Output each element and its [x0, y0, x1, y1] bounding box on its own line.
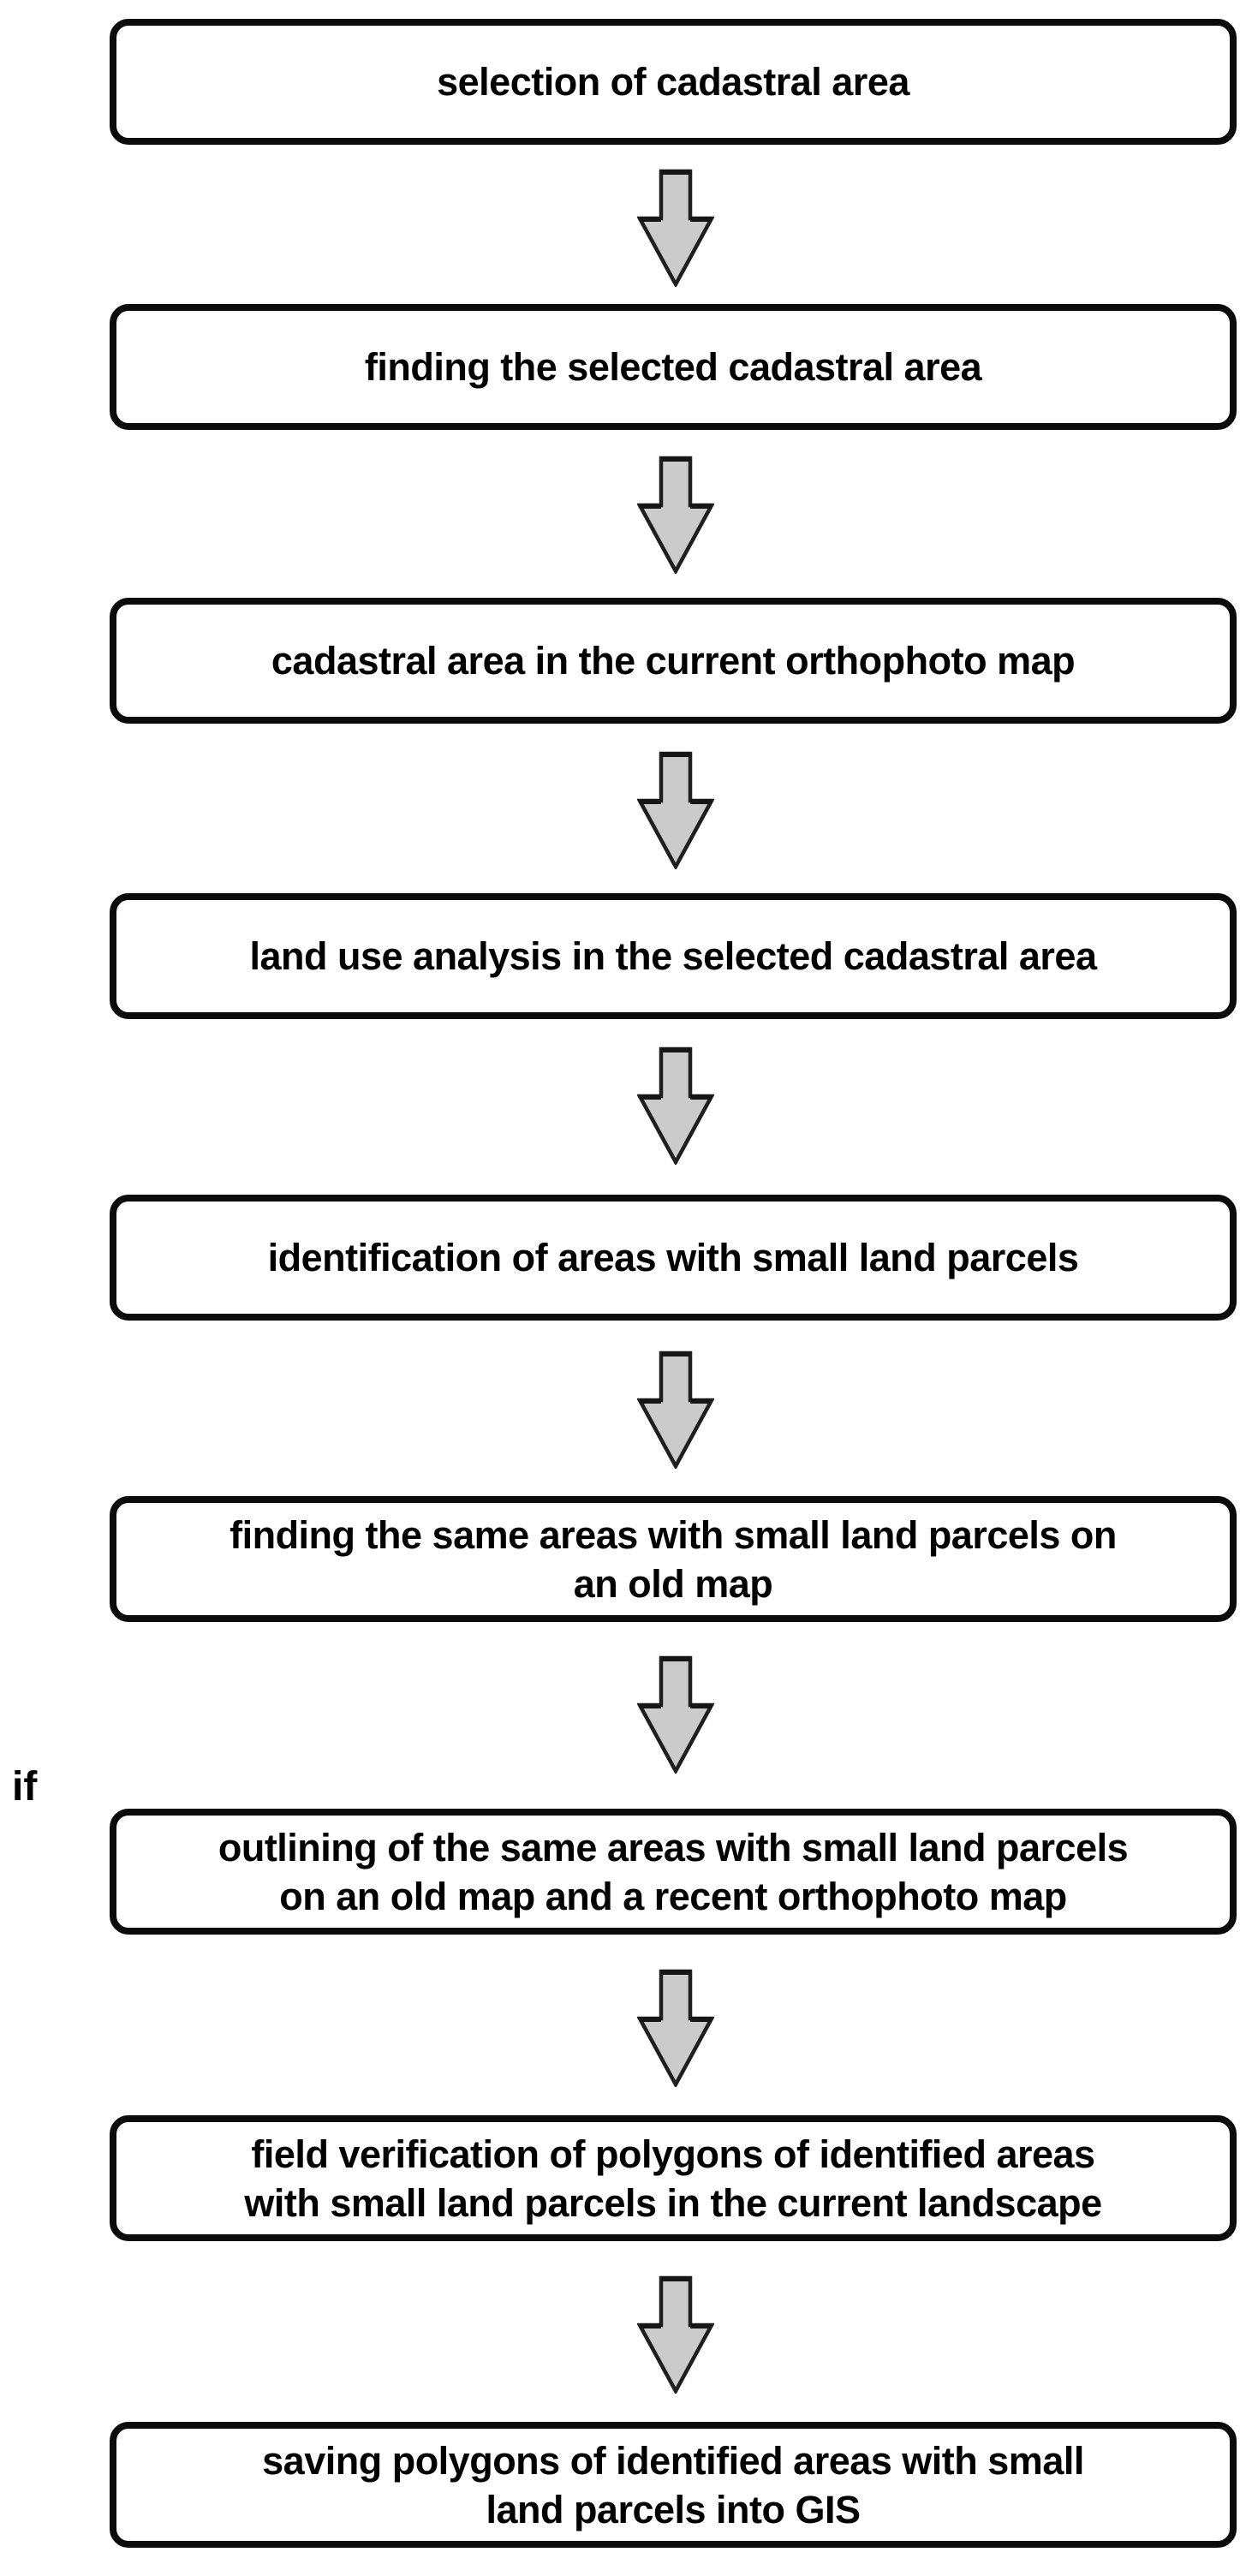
- flow-step-8: field verification of polygons of identi…: [110, 2115, 1237, 2241]
- flow-step-1-label: selection of cadastral area: [437, 60, 909, 104]
- if-label: if: [12, 1764, 38, 1810]
- down-arrow-icon: [637, 169, 714, 287]
- flow-step-6: finding the same areas with small land p…: [110, 1496, 1237, 1622]
- flow-step-7-label: outlining of the same areas with small l…: [218, 1825, 1129, 1918]
- down-arrow-icon: [637, 1655, 714, 1774]
- down-arrow-icon: [637, 2275, 714, 2394]
- flow-step-3-label: cadastral area in the current orthophoto…: [271, 639, 1076, 683]
- down-arrow-icon: [637, 1046, 714, 1165]
- flow-step-9-label: saving polygons of identified areas with…: [262, 2438, 1084, 2531]
- down-arrow-icon: [637, 751, 714, 869]
- flow-step-4: land use analysis in the selected cadast…: [110, 893, 1237, 1019]
- flow-step-2: finding the selected cadastral area: [110, 304, 1237, 430]
- flow-step-3: cadastral area in the current orthophoto…: [110, 598, 1237, 724]
- flow-step-6-label: finding the same areas with small land p…: [230, 1512, 1117, 1606]
- down-arrow-icon: [637, 1351, 714, 1469]
- down-arrow-icon: [637, 456, 714, 574]
- down-arrow-icon: [637, 1969, 714, 2087]
- flow-step-9: saving polygons of identified areas with…: [110, 2422, 1237, 2548]
- flow-step-8-label: field verification of polygons of identi…: [244, 2132, 1102, 2225]
- flow-step-5-label: identification of areas with small land …: [267, 1236, 1079, 1279]
- flow-step-2-label: finding the selected cadastral area: [364, 345, 982, 389]
- flow-step-1: selection of cadastral area: [110, 19, 1237, 145]
- flow-step-5: identification of areas with small land …: [110, 1195, 1237, 1321]
- flow-step-7: outlining of the same areas with small l…: [110, 1809, 1237, 1935]
- flow-step-4-label: land use analysis in the selected cadast…: [249, 934, 1097, 978]
